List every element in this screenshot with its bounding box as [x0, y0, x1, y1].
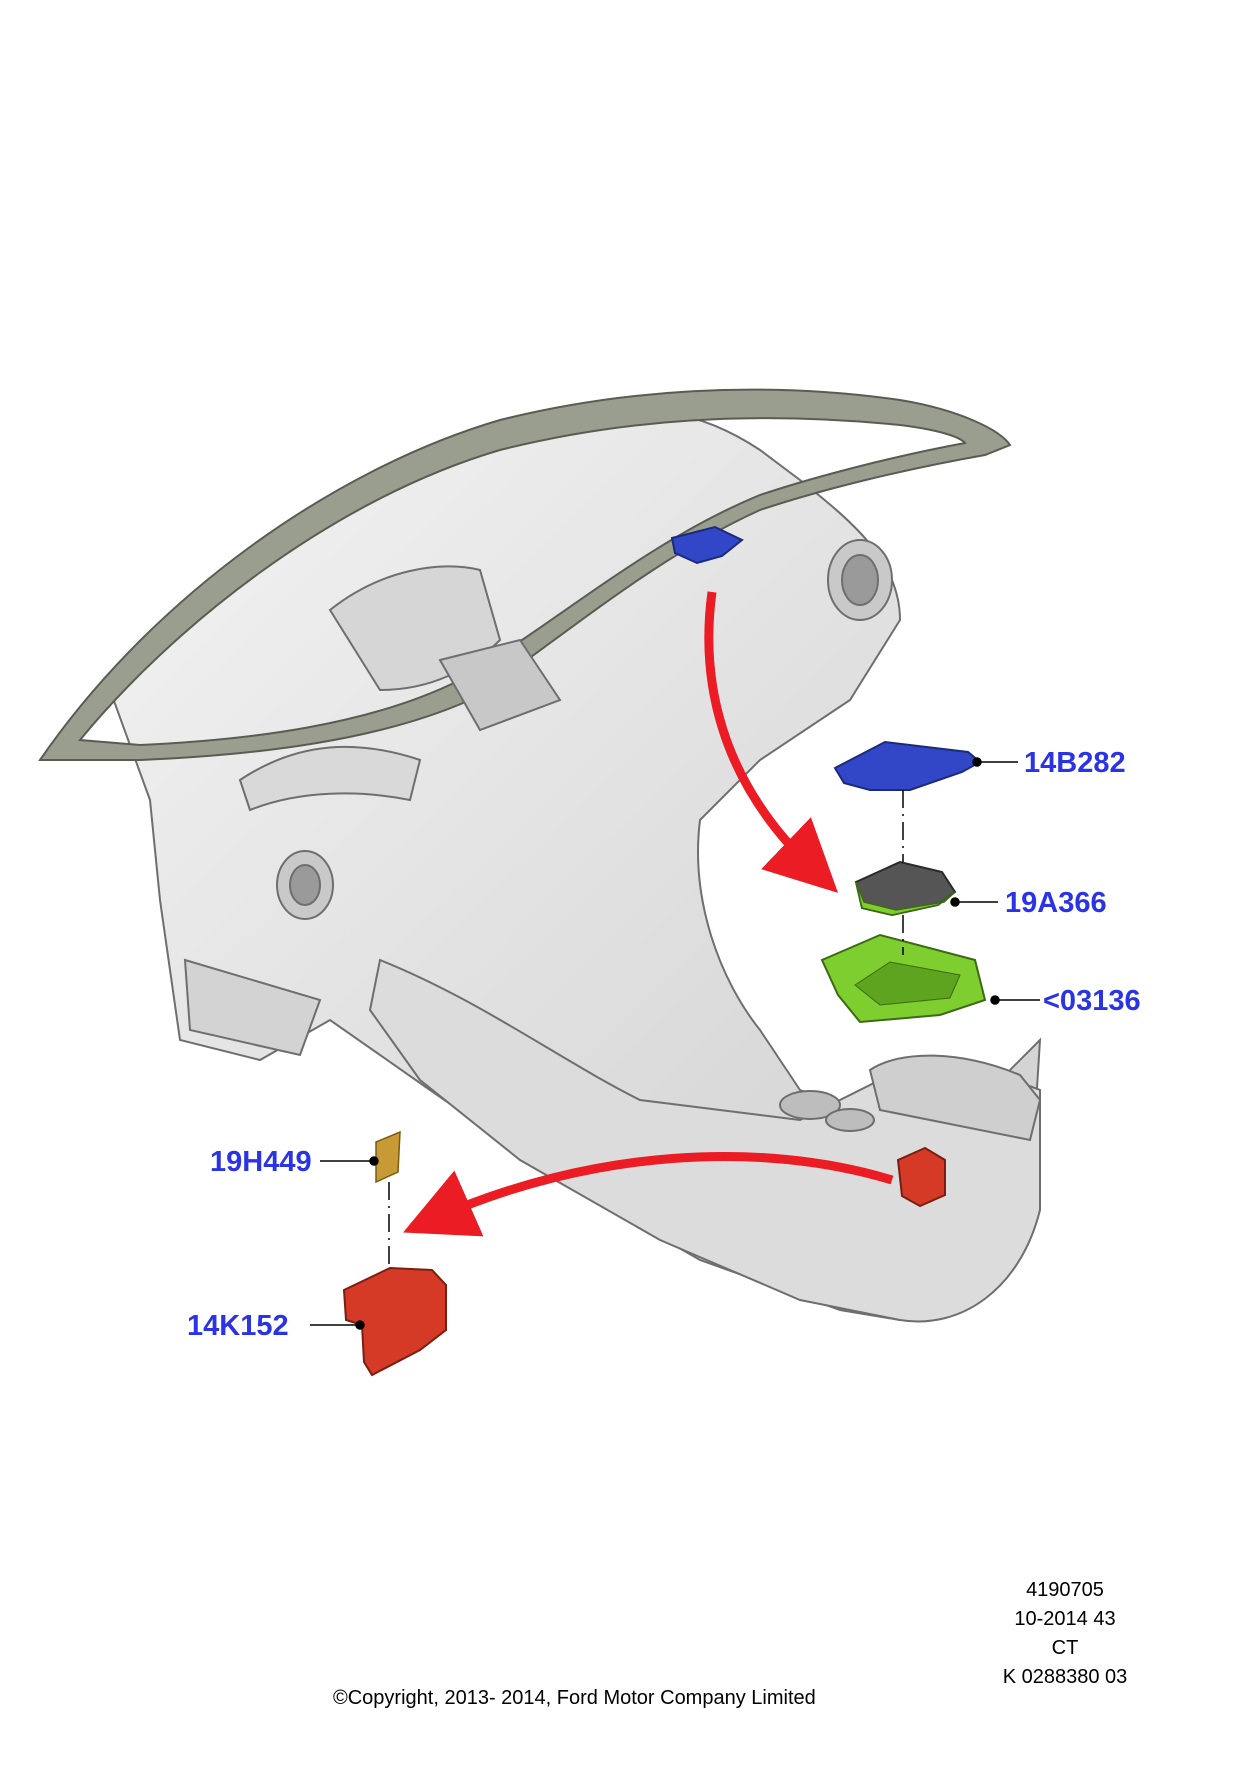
arrow-to-upper-parts — [704, 591, 839, 893]
callout-03136: <03136 — [1043, 985, 1141, 1017]
floor-console — [368, 958, 1041, 1323]
installed-module-red — [896, 1146, 946, 1208]
callout-19H449: 19H449 — [210, 1146, 312, 1178]
arrow-to-lower-parts — [403, 1152, 894, 1237]
reference-block: 4190705 10-2014 43 CT K 0288380 03 — [990, 1576, 1140, 1692]
callout-14B282: 14B282 — [1024, 747, 1126, 779]
part-14B282-cover — [833, 740, 982, 791]
reference-line-1: 4190705 — [1026, 1579, 1104, 1601]
reference-line-2: 10-2014 43 — [1014, 1608, 1116, 1630]
reference-line-4: K 0288380 03 — [1002, 1666, 1128, 1688]
leader-lines — [310, 757, 1040, 1330]
alignment-lines — [388, 790, 904, 1268]
installed-module-blue — [670, 525, 744, 565]
callout-14K152: 14K152 — [187, 1310, 289, 1342]
dashboard-assembly — [38, 388, 1042, 1323]
copyright-notice: ©Copyright, 2013- 2014, Ford Motor Compa… — [333, 1687, 816, 1709]
armrest — [868, 1054, 1042, 1142]
reference-line-3: CT — [1051, 1637, 1079, 1659]
part-19H449-label — [375, 1130, 401, 1184]
callout-19A366: 19A366 — [1005, 887, 1107, 919]
